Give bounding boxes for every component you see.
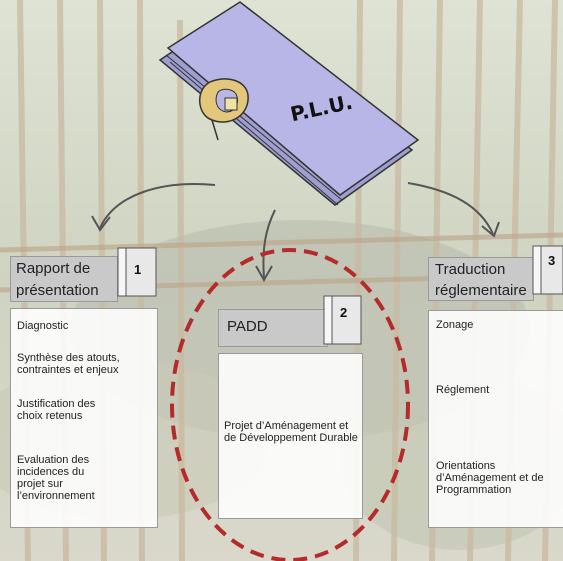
section-2-number: 2 — [340, 305, 348, 320]
section-1-title-line2: présentation — [16, 282, 99, 299]
arrowhead-2-icon — [255, 265, 273, 283]
section-1-item: Diagnostic — [17, 320, 69, 332]
arrowhead-1-icon — [91, 215, 111, 232]
plu-folder-icon — [158, 1, 420, 206]
highlight-ellipse — [170, 248, 410, 561]
section-3-header — [428, 257, 534, 301]
section-3-title-line2: réglementaire — [435, 282, 527, 299]
section-2-body — [218, 353, 363, 519]
section-1-item: Evaluation des incidences du projet sur … — [17, 454, 95, 502]
arrow-to-section-2 — [262, 209, 276, 279]
section-1-item: Synthèse des atouts, contraintes et enje… — [17, 352, 120, 376]
section-1-title-line1: Rapport de — [16, 260, 91, 277]
section-1-item: Justification des choix retenus — [17, 398, 96, 422]
arrowhead-3-icon — [481, 221, 500, 238]
section-3-body — [428, 310, 563, 528]
section-2-title: PADD — [227, 318, 268, 335]
section-2-item: Projet d’Aménagement et de Développement… — [224, 420, 358, 444]
arrow-to-section-3 — [407, 182, 494, 235]
section-3-item: Zonage — [436, 319, 474, 331]
section-1-header — [10, 256, 118, 302]
section-3-number: 3 — [548, 253, 556, 268]
section-2-header — [218, 309, 328, 347]
section-3-item: Réglement — [436, 384, 490, 396]
section-3-item: Orientations d’Aménagement et de Program… — [436, 460, 544, 496]
arrow-to-section-1 — [99, 183, 216, 229]
section-3-title-line1: Traduction — [435, 261, 506, 278]
section-1-number: 1 — [134, 262, 142, 277]
section-1-body — [10, 308, 158, 528]
